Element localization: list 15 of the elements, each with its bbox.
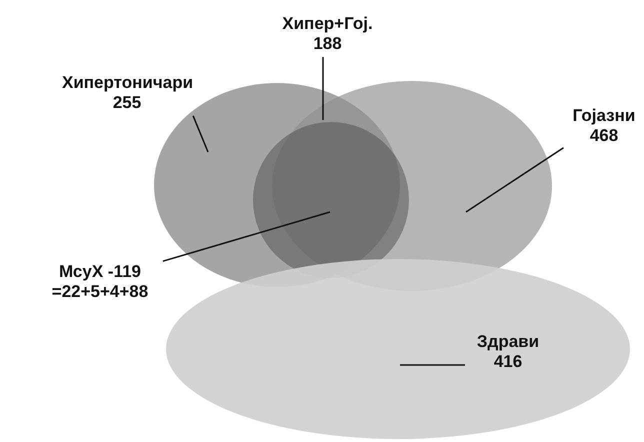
leader-line	[400, 364, 465, 366]
set-label: Хипер+Гој.	[281, 14, 374, 34]
set-label: МсуХ -119	[58, 262, 142, 282]
leader-line	[322, 57, 324, 120]
count-label: 416	[492, 352, 524, 372]
set-label: Хипертоничари	[62, 73, 192, 93]
count-label: 255	[112, 93, 142, 113]
set-label: Гојазни	[572, 106, 636, 126]
leader-line	[162, 211, 330, 262]
set-label: Здрави	[476, 332, 540, 352]
count-label: 468	[588, 126, 620, 146]
count-label: =22+5+4+88	[50, 282, 150, 302]
leader-line	[192, 116, 209, 152]
count-label: 188	[312, 34, 343, 54]
leader-line	[466, 147, 564, 213]
